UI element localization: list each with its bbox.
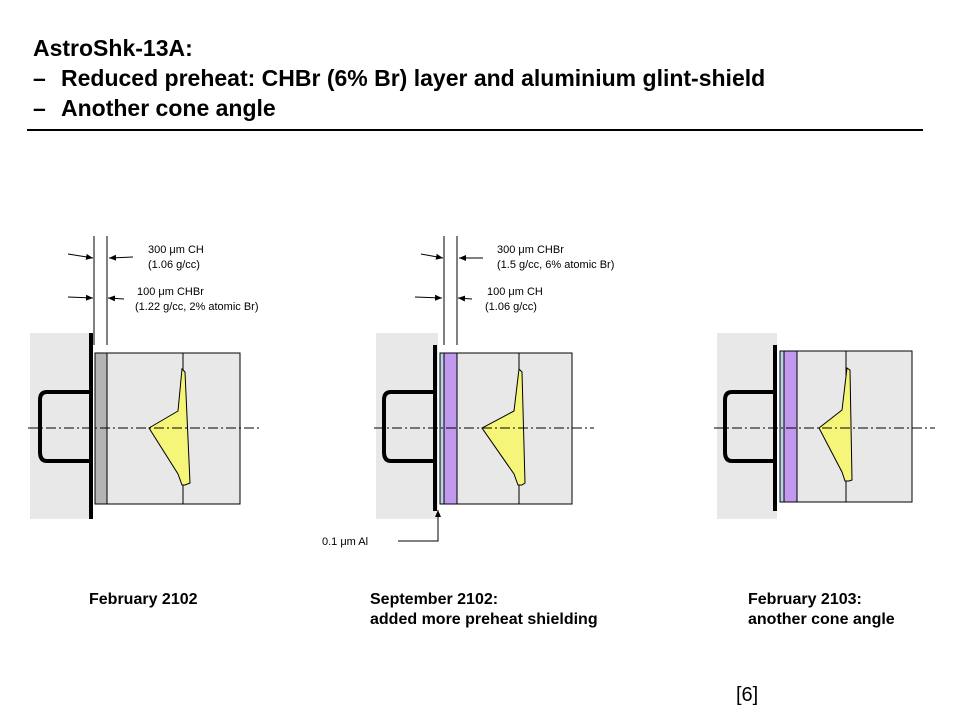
panel-1-outer-label-1: 300 μm CH <box>148 244 204 256</box>
title-bullet-1: –Reduced preheat: CHBr (6% Br) layer and… <box>33 65 766 91</box>
panel-1-caption: February 2102 <box>89 590 198 610</box>
panel-2-inner-label-1: 100 μm CH <box>487 286 543 298</box>
panel-1-caption-line-1: February 2102 <box>89 591 198 608</box>
panel-2-shield-bracket <box>382 390 435 463</box>
panel-2-dim-arrow-left-2 <box>414 294 443 301</box>
panel-3-cone <box>818 367 853 482</box>
reference-number: [6] <box>736 684 759 706</box>
title-bullet-2: –Another cone angle <box>33 95 276 121</box>
panel-2-al-label: 0.1 μm Al <box>322 536 368 548</box>
panel-2-al-callout-arrow <box>398 510 441 542</box>
panel-3-caption-line-2: another cone angle <box>748 611 895 628</box>
panel-1-cone <box>148 367 191 486</box>
panel-1-inner-label-2: (1.22 g/cc, 2% atomic Br) <box>135 301 259 313</box>
panel-2-outer-label-1: 300 μm CHBr <box>497 244 564 256</box>
panel-2-caption-line-1: September 2102: <box>370 591 499 608</box>
panel-2-inner-label-2: (1.06 g/cc) <box>485 301 537 313</box>
panel-1-inner-label-1: 100 μm CHBr <box>137 286 204 298</box>
panel-3-target-block <box>796 350 913 503</box>
panel-1-dim-arrow-right-1 <box>108 254 134 261</box>
panel-1-dim-arrow-right-2 <box>107 295 125 302</box>
slide-title: AstroShk-13A: –Reduced preheat: CHBr (6%… <box>33 33 933 123</box>
panel-2-dim-arrow-right-2 <box>457 295 473 302</box>
panel-2-outer-label-2: (1.5 g/cc, 6% atomic Br) <box>497 259 614 271</box>
panel-2-dim-arrow-left-1 <box>420 253 444 260</box>
panel-sep-2102: 300 μm CHBr (1.5 g/cc, 6% atomic Br) 100… <box>322 236 614 548</box>
title-divider <box>27 129 923 131</box>
panel-feb-2103 <box>714 333 935 519</box>
panel-2-caption: September 2102: added more preheat shiel… <box>370 590 598 630</box>
panel-2-caption-line-2: added more preheat shielding <box>370 611 598 628</box>
panel-3-caption-line-1: February 2103: <box>748 591 862 608</box>
panel-1-shield-bracket <box>38 390 91 463</box>
panel-3-caption: February 2103: another cone angle <box>748 590 895 630</box>
panel-2-shield-area <box>376 333 438 519</box>
panel-3-chbr-layer <box>783 350 798 503</box>
title-main: AstroShk-13A: <box>33 35 193 61</box>
panel-3-shield-bracket <box>723 390 775 463</box>
panel-1-outer-label-2: (1.06 g/cc) <box>148 259 200 271</box>
panel-1-dim-arrow-left-2 <box>67 294 94 301</box>
panel-3-al-layer <box>779 350 785 503</box>
panel-2-cone <box>481 367 526 486</box>
panel-1-dim-arrow-left-1 <box>67 253 94 260</box>
panel-feb-2102: 300 μm CH (1.06 g/cc) 100 μm CHBr (1.22 … <box>28 236 262 519</box>
